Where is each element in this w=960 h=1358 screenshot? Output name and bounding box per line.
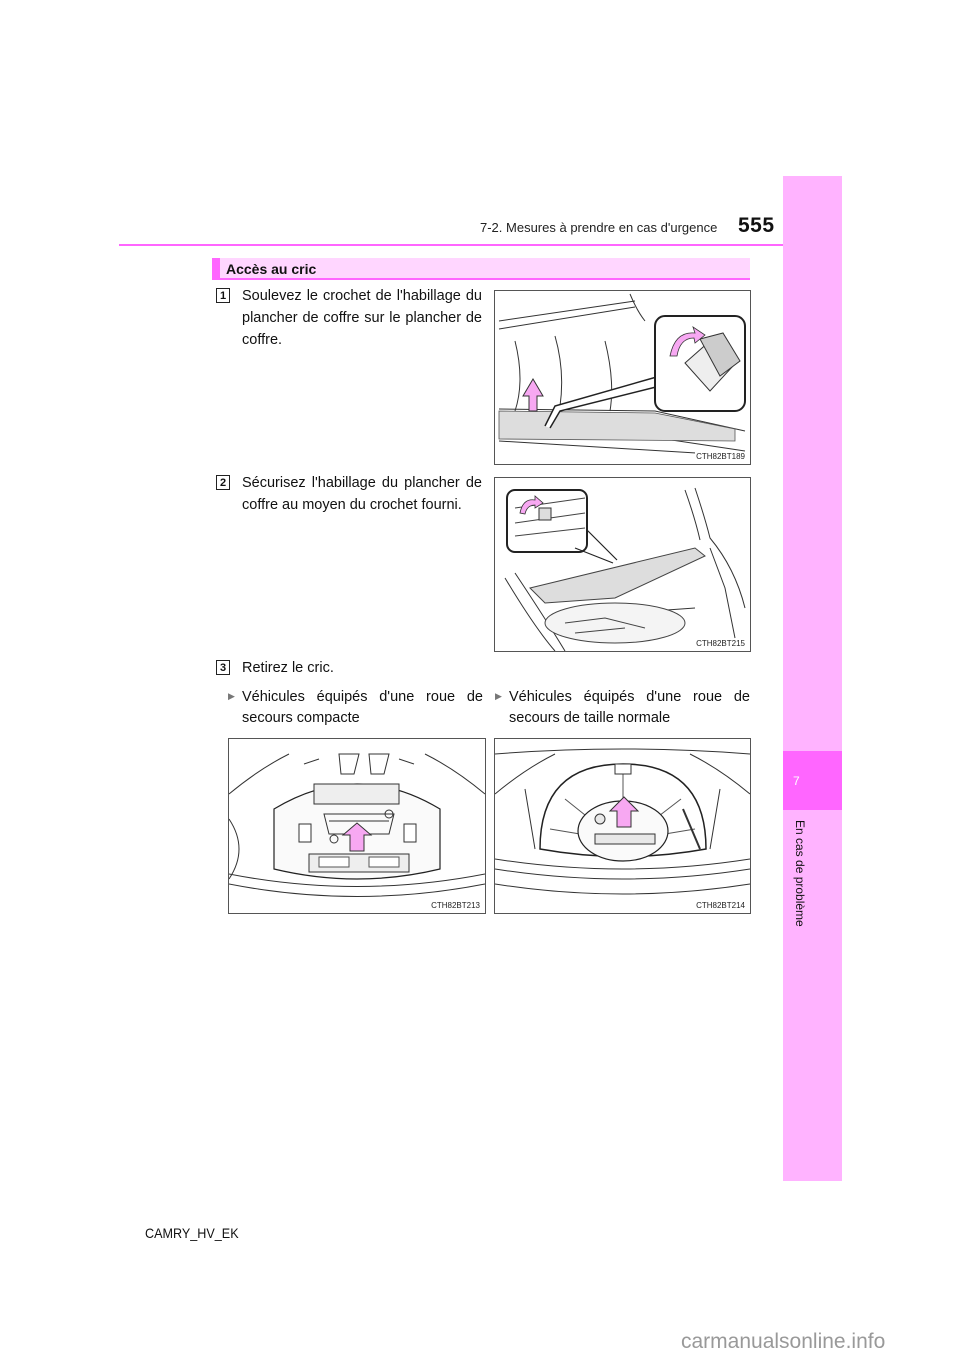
section-header: Accès au cric xyxy=(212,258,750,280)
chapter-number-tab[interactable]: 7 xyxy=(783,751,842,810)
figure-full-size-spare-jack: CTH82BT214 xyxy=(494,738,751,914)
step-text-3: Retirez le cric. xyxy=(242,660,334,676)
step-number-1: 1 xyxy=(216,288,230,303)
page-number: 555 xyxy=(738,214,775,237)
variant-compact-spare: ▶ Véhicules équipés d'une roue de secour… xyxy=(228,687,483,729)
step-text-2: Sécurisez l'habillage du plancher de cof… xyxy=(242,475,482,513)
variant-text: Véhicules équipés d'une roue de secours … xyxy=(509,689,750,726)
model-code-footer: CAMRY_HV_EK xyxy=(145,1225,239,1241)
figure-code: CTH82BT213 xyxy=(430,901,481,910)
trunk-floor-hook-illustration xyxy=(498,293,746,457)
figure-code: CTH82BT215 xyxy=(695,639,746,648)
chapter-title-vertical: En cas de problème xyxy=(793,820,813,1040)
chapter-sidebar xyxy=(783,176,842,1181)
triangle-right-icon: ▶ xyxy=(228,691,235,701)
header-divider xyxy=(119,244,842,246)
figure-compact-spare-jack: CTH82BT213 xyxy=(228,738,486,914)
chapter-number: 7 xyxy=(793,773,800,788)
figure-secure-floor-board: CTH82BT215 xyxy=(494,477,751,652)
figure-code: CTH82BT189 xyxy=(695,452,746,461)
triangle-right-icon: ▶ xyxy=(495,691,502,701)
section-title: Accès au cric xyxy=(226,261,317,277)
watermark-link[interactable]: carmanualsonline.info xyxy=(681,1330,886,1353)
full-size-spare-trunk-illustration xyxy=(495,748,750,895)
step-number-2: 2 xyxy=(216,475,230,490)
trunk-board-hook-illustration xyxy=(504,487,746,651)
figure-lift-hook: CTH82BT189 xyxy=(494,290,751,465)
step-number-3: 3 xyxy=(216,660,230,675)
variant-text: Véhicules équipés d'une roue de secours … xyxy=(242,689,483,726)
figure-code: CTH82BT214 xyxy=(695,901,746,910)
variant-full-size-spare: ▶ Véhicules équipés d'une roue de secour… xyxy=(495,687,750,729)
compact-spare-trunk-illustration xyxy=(229,753,485,897)
chapter-title: En cas de problème xyxy=(793,820,807,927)
header-section-title: 7-2. Mesures à prendre en cas d'urgence xyxy=(480,220,718,235)
step-text-1: Soulevez le crochet de l'habillage du pl… xyxy=(242,288,482,348)
